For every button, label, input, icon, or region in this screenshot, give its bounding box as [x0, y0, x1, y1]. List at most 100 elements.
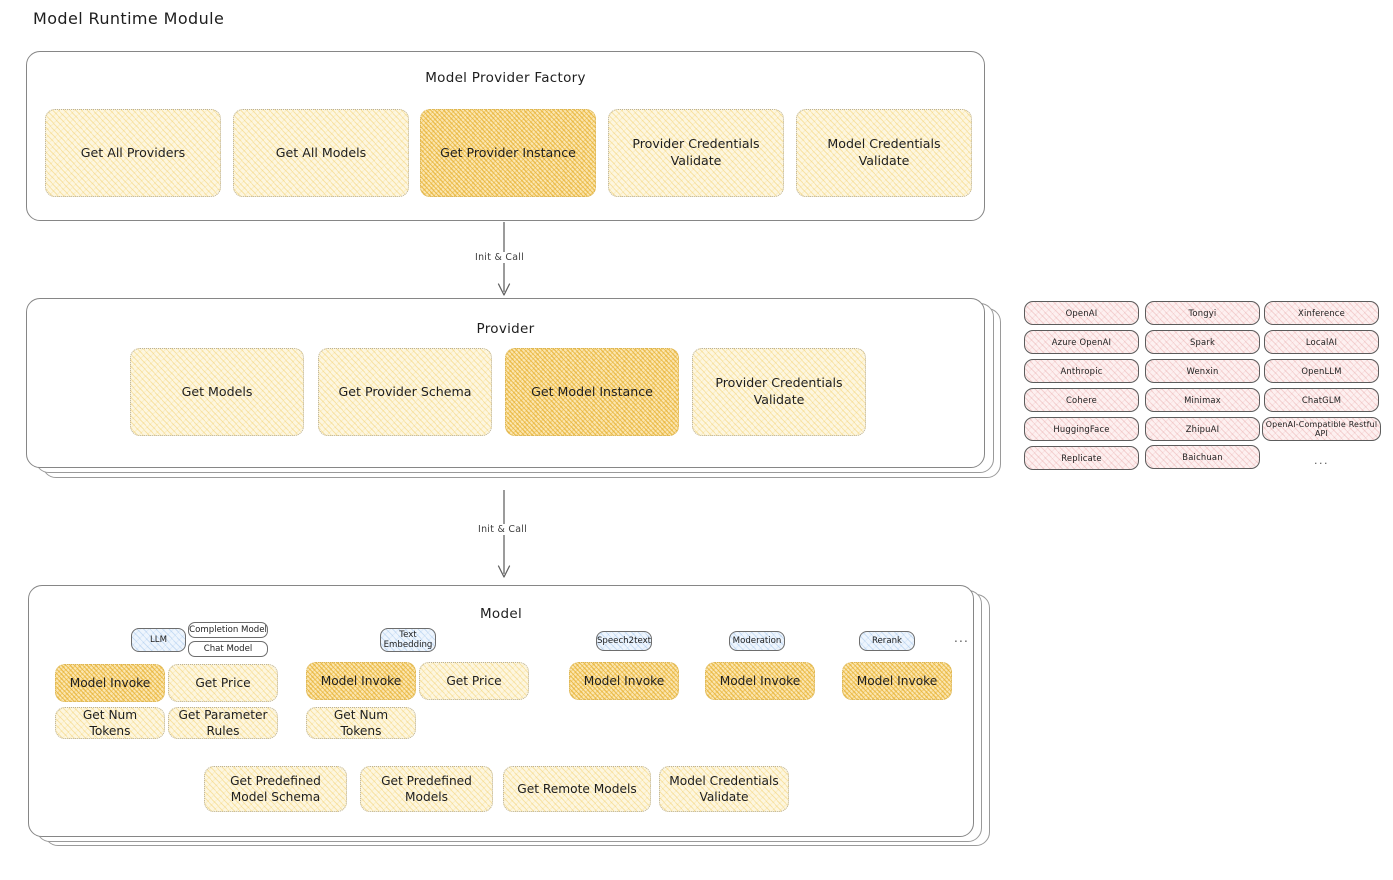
model-provider-factory-panel: Model Provider Factory Get All Providers…	[26, 51, 985, 221]
chip-label: Provider Credentials Validate	[632, 136, 760, 168]
ellipsis-label: ...	[954, 631, 970, 645]
moderation-method-model-invoke[interactable]: Model Invoke	[705, 662, 815, 700]
provider-pill-xinference[interactable]: Xinference	[1264, 301, 1379, 325]
provider-pill-spark[interactable]: Spark	[1145, 330, 1260, 354]
provider-pill-wenxin[interactable]: Wenxin	[1145, 359, 1260, 383]
pill-label: Azure OpenAI	[1051, 337, 1112, 347]
chip-label: Model Invoke	[856, 673, 938, 688]
model-types-more-indicator: ...	[954, 631, 969, 645]
provider-panel: Provider Get Models Get Provider Schema …	[26, 298, 985, 468]
pill-label: Tongyi	[1188, 308, 1217, 318]
model-shared-method-get-remote-models[interactable]: Get Remote Models	[503, 766, 651, 812]
provider-pill-azure-openai[interactable]: Azure OpenAI	[1024, 330, 1139, 354]
provider-pill-minimax[interactable]: Minimax	[1145, 388, 1260, 412]
factory-method-get-all-providers[interactable]: Get All Providers	[45, 109, 221, 197]
provider-method-get-models[interactable]: Get Models	[130, 348, 304, 436]
llm-method-get-parameter-rules[interactable]: Get Parameter Rules	[168, 707, 278, 739]
speech2text-method-model-invoke[interactable]: Model Invoke	[569, 662, 679, 700]
pill-label: Replicate	[1061, 453, 1102, 463]
badge-label: Moderation	[732, 635, 782, 646]
model-title: Model	[479, 606, 523, 622]
model-panel: Model LLM Completion Model Chat Model Mo…	[28, 585, 974, 837]
rerank-method-model-invoke[interactable]: Model Invoke	[842, 662, 952, 700]
provider-pill-openai-compatible-restful-api[interactable]: OpenAI-Compatible Restful API	[1262, 417, 1381, 441]
chip-label: Get Models	[181, 383, 253, 399]
provider-method-provider-credentials-validate[interactable]: Provider Credentials Validate	[692, 348, 866, 436]
chip-label: Model Invoke	[719, 673, 801, 688]
provider-method-get-provider-schema[interactable]: Get Provider Schema	[318, 348, 492, 436]
chip-label: Get Model Instance	[531, 383, 653, 399]
chip-label: Model Credentials Validate	[669, 773, 779, 804]
pill-label: Cohere	[1065, 395, 1098, 405]
provider-pill-cohere[interactable]: Cohere	[1024, 388, 1139, 412]
provider-pill-openai[interactable]: OpenAI	[1024, 301, 1139, 325]
provider-method-get-model-instance[interactable]: Get Model Instance	[505, 348, 679, 436]
pill-label: Spark	[1189, 337, 1216, 347]
chip-label: Get Provider Schema	[338, 383, 472, 399]
model-type-badge-llm[interactable]: LLM	[131, 628, 186, 652]
model-subtype-badge-completion-model[interactable]: Completion Model	[188, 622, 268, 638]
badge-label: Rerank	[871, 635, 903, 646]
pill-label: Minimax	[1184, 395, 1221, 405]
model-shared-method-get-predefined-model-schema[interactable]: Get Predefined Model Schema	[204, 766, 347, 812]
model-type-badge-rerank[interactable]: Rerank	[859, 631, 915, 651]
chip-label: Model Invoke	[69, 675, 151, 690]
pill-label: ZhipuAI	[1185, 424, 1220, 434]
chip-label: Get Predefined Models	[381, 773, 472, 804]
arrow-label-init-and-call-1: Init & Call	[471, 252, 529, 263]
badge-label: Speech2text	[596, 635, 652, 646]
badge-label: LLM	[150, 634, 167, 645]
arrow-label-init-and-call-2: Init & Call	[474, 524, 532, 535]
chip-label: Get Price	[446, 673, 502, 688]
provider-pill-baichuan[interactable]: Baichuan	[1145, 445, 1260, 469]
provider-pill-huggingface[interactable]: HuggingFace	[1024, 417, 1139, 441]
model-type-badge-text-embedding[interactable]: Text Embedding	[380, 628, 436, 652]
text-embedding-method-get-price[interactable]: Get Price	[419, 662, 529, 700]
chip-label: Get Predefined Model Schema	[230, 773, 321, 804]
pill-label: Wenxin	[1186, 366, 1219, 376]
page-title: Model Runtime Module	[33, 9, 225, 28]
factory-method-get-all-models[interactable]: Get All Models	[233, 109, 409, 197]
provider-pill-zhipuai[interactable]: ZhipuAI	[1145, 417, 1260, 441]
pill-label: OpenAI	[1065, 308, 1098, 318]
llm-method-get-num-tokens[interactable]: Get Num Tokens	[55, 707, 165, 739]
provider-title: Provider	[476, 321, 535, 337]
model-type-badge-speech2text[interactable]: Speech2text	[596, 631, 652, 651]
arrow-provider-to-model	[497, 490, 511, 578]
pill-label: OpenAI-Compatible Restful API	[1265, 420, 1378, 438]
provider-pill-chatglm[interactable]: ChatGLM	[1264, 388, 1379, 412]
model-shared-method-get-predefined-models[interactable]: Get Predefined Models	[360, 766, 493, 812]
provider-pill-localai[interactable]: LocalAI	[1264, 330, 1379, 354]
text-embedding-method-model-invoke[interactable]: Model Invoke	[306, 662, 416, 700]
chip-label: Get Num Tokens	[82, 707, 138, 738]
model-provider-factory-title: Model Provider Factory	[425, 70, 586, 86]
provider-pill-replicate[interactable]: Replicate	[1024, 446, 1139, 470]
provider-list-more-indicator: ...	[1264, 450, 1379, 470]
text-embedding-method-get-num-tokens[interactable]: Get Num Tokens	[306, 707, 416, 739]
chip-label: Get Parameter Rules	[178, 707, 268, 738]
factory-method-provider-credentials-validate[interactable]: Provider Credentials Validate	[608, 109, 784, 197]
factory-method-model-credentials-validate[interactable]: Model Credentials Validate	[796, 109, 972, 197]
model-type-badge-moderation[interactable]: Moderation	[729, 631, 785, 651]
llm-method-model-invoke[interactable]: Model Invoke	[55, 664, 165, 702]
pill-label: ChatGLM	[1301, 395, 1342, 405]
badge-label: Text Embedding	[383, 629, 433, 650]
badge-label: Chat Model	[203, 643, 253, 654]
model-shared-method-model-credentials-validate[interactable]: Model Credentials Validate	[659, 766, 789, 812]
pill-label: HuggingFace	[1053, 424, 1110, 434]
chip-label: Model Invoke	[583, 673, 665, 688]
provider-pill-anthropic[interactable]: Anthropic	[1024, 359, 1139, 383]
badge-label: Completion Model	[189, 624, 267, 635]
llm-method-get-price[interactable]: Get Price	[168, 664, 278, 702]
provider-pill-tongyi[interactable]: Tongyi	[1145, 301, 1260, 325]
provider-pill-openllm[interactable]: OpenLLM	[1264, 359, 1379, 383]
pill-label: LocalAI	[1305, 337, 1338, 347]
chip-label: Get All Providers	[80, 144, 186, 160]
pill-label: Baichuan	[1182, 452, 1223, 462]
factory-method-get-provider-instance[interactable]: Get Provider Instance	[420, 109, 596, 197]
ellipsis-label: ...	[1314, 453, 1329, 467]
chip-label: Get Provider Instance	[440, 144, 576, 160]
model-subtype-badge-chat-model[interactable]: Chat Model	[188, 641, 268, 657]
chip-label: Provider Credentials Validate	[715, 375, 843, 407]
pill-label: Anthropic	[1060, 366, 1103, 376]
